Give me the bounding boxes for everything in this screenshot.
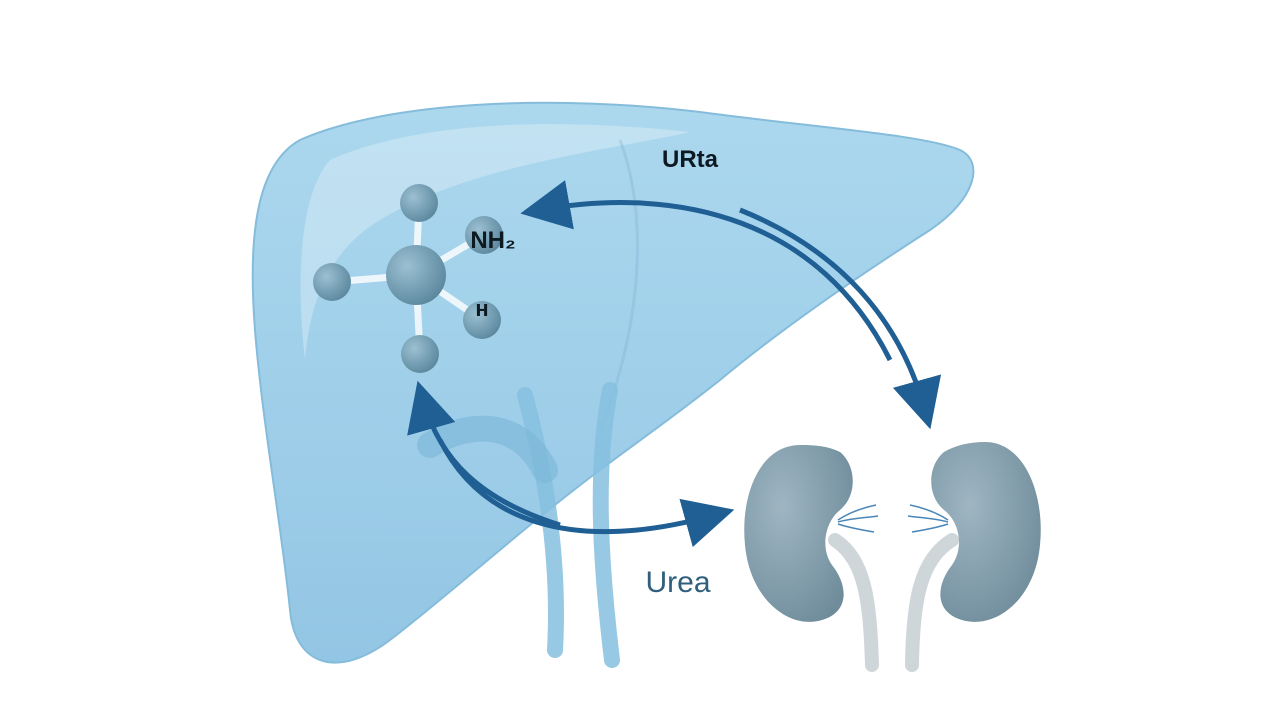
hepatic-vessel-branch [417,415,558,483]
atom-left [313,263,351,301]
atom-center [386,245,446,305]
atom-top [400,184,438,222]
atom-upper-right [465,216,503,254]
ureter-left [828,533,879,672]
arrow-liver-to-kidney [739,207,942,430]
liver-highlight [300,124,690,361]
kidneys-icon [744,442,1041,672]
arrow-kidney-to-nh2 [520,180,893,362]
hepatic-vessel-left [517,387,564,658]
renal-vessels-left [837,504,879,533]
label-h: н [475,296,488,321]
arrow-to-molecule [407,380,561,528]
kidney-left [744,445,853,622]
renal-vessels-right [907,504,949,533]
ureter-right [905,533,959,672]
atom-lower-right [463,301,501,339]
label-urea-top: URta [662,146,719,173]
atom-bottom [401,335,439,373]
label-nh2: NH₂ [470,227,515,254]
arrow-urea-to-kidney [437,438,735,548]
kidney-right [931,442,1041,622]
ammonia-molecule-icon [313,184,503,373]
hepatic-vessel-right [592,382,620,668]
liver-icon [251,101,975,668]
label-urea-bottom: Urea [645,566,710,599]
